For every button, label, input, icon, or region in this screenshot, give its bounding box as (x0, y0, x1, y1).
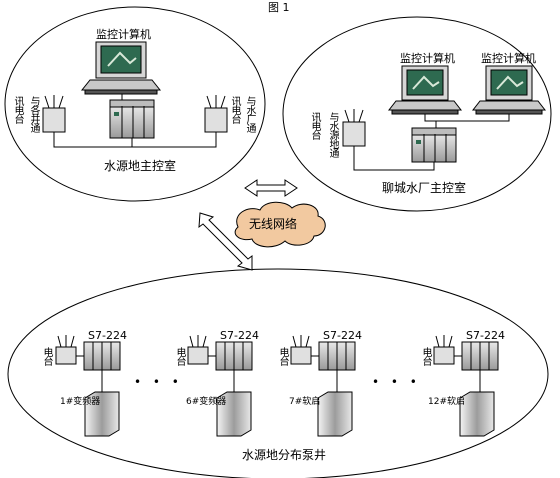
radio-source-wells (42, 95, 66, 133)
monitor-computer-plant-1 (387, 65, 463, 115)
source-control-room-ellipse (4, 6, 266, 202)
plant-control-room-ellipse (282, 16, 552, 212)
monitor-computer-plant-2 (471, 65, 547, 115)
well-label-12: 12#软启 (428, 397, 465, 407)
radio-label-7: 电台 (277, 347, 288, 365)
link-arrow-diagonal (198, 212, 253, 271)
monitor-label-source: 监控计算机 (96, 28, 151, 41)
well-station-7 (290, 335, 356, 437)
wireless-network-label: 无线网络 (249, 217, 298, 231)
well-label-6: 6#变频器 (186, 397, 227, 407)
plc-model-12: S7-224 (466, 329, 505, 342)
well-station-1 (55, 335, 121, 437)
well-label-1: 1#变频器 (60, 397, 101, 407)
source-right-radio-side: 与水厂通 (244, 96, 255, 132)
monitor-label-plant-1: 监控计算机 (400, 52, 455, 65)
radio-source-plant (204, 95, 228, 133)
radio-label-6: 电台 (174, 347, 185, 365)
source-left-radio-side: 与各井通 (28, 96, 39, 132)
pump-wells-title: 水源地分布泵井 (242, 448, 327, 462)
source-control-title: 水源地主控室 (104, 159, 177, 173)
ellipsis-right: • • • (372, 375, 421, 389)
source-right-radio-top: 讯电台 (229, 96, 240, 123)
well-station-12 (433, 335, 499, 437)
radio-plant-source (342, 109, 366, 147)
plc-model-7: S7-224 (323, 329, 362, 342)
plc-model-1: S7-224 (88, 329, 127, 342)
ellipsis-left: • • • (134, 375, 183, 389)
plc-rack-source (109, 99, 155, 139)
well-label-7: 7#软启 (289, 397, 321, 407)
well-station-6 (187, 335, 253, 437)
monitor-label-plant-2: 监控计算机 (481, 52, 536, 65)
wireless-cloud (234, 201, 326, 248)
radio-label-12: 电台 (420, 347, 431, 365)
plant-radio-side: 与水源地通 (327, 112, 338, 157)
plc-model-6: S7-224 (220, 329, 259, 342)
plant-control-title: 聊城水厂主控室 (382, 181, 467, 195)
plc-rack-plant (411, 127, 457, 163)
radio-label-1: 电台 (41, 347, 52, 365)
link-arrow-horizontal (244, 179, 298, 197)
source-left-radio-top: 讯电台 (12, 96, 23, 123)
monitor-computer-source (80, 41, 162, 95)
plant-radio-top: 讯电台 (309, 112, 320, 139)
figure-title: 图 1 (268, 1, 290, 14)
pump-wells-ellipse (7, 268, 549, 478)
